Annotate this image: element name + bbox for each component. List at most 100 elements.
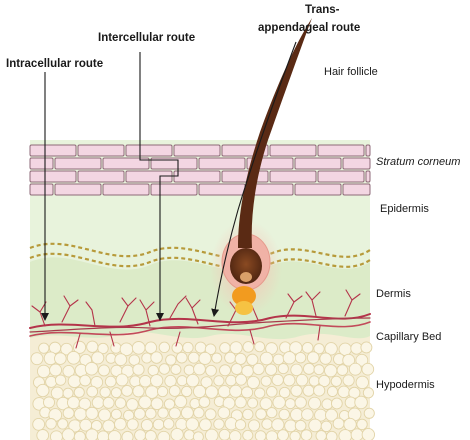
fat-cell (114, 417, 127, 431)
fat-cell (192, 384, 207, 399)
fat-cell (219, 342, 231, 354)
fat-cell (84, 361, 99, 376)
fat-cell (247, 397, 259, 409)
fat-cell (278, 386, 291, 399)
fat-cell (110, 342, 122, 354)
fat-cell (104, 375, 117, 388)
fat-cell (290, 407, 304, 422)
fat-cell (355, 353, 369, 367)
fat-cell (234, 352, 247, 365)
corneocyte (150, 183, 198, 196)
fat-cell (313, 364, 325, 376)
fat-cell (324, 364, 338, 378)
fat-cell (144, 407, 157, 420)
corneocyte (29, 144, 77, 157)
fat-cell (354, 395, 368, 410)
fat-cell (219, 364, 232, 377)
stratum-corneum-label: Stratum corneum (376, 156, 460, 168)
fat-cell (133, 407, 146, 420)
fat-cell (204, 343, 217, 356)
fat-cell (205, 385, 219, 399)
transappendageal-arrow (211, 41, 297, 317)
fat-cell (330, 375, 342, 387)
corneocyte (269, 144, 317, 157)
fat-cell (79, 374, 92, 387)
fat-cell (86, 340, 99, 353)
corneocyte (29, 183, 54, 196)
fat-cell (282, 351, 297, 365)
fat-cell (174, 395, 188, 409)
fat-cell (98, 408, 112, 422)
fat-cell (198, 396, 211, 408)
fat-cell (186, 373, 200, 388)
fat-cell (158, 363, 171, 375)
fat-cell (132, 363, 145, 376)
fat-cell (144, 341, 158, 354)
fat-cell (132, 385, 145, 398)
fat-cell (283, 374, 296, 387)
fat-cell (114, 353, 128, 367)
intercellular-arrow (139, 52, 179, 321)
fat-cell (115, 373, 129, 387)
fat-cell (66, 350, 81, 365)
fat-cell (302, 384, 315, 397)
fat-cell (363, 407, 375, 419)
route-labels: Intracellular route Intercellular route … (6, 4, 360, 70)
fat-cell (313, 384, 326, 397)
fat-cell (313, 343, 325, 355)
fat-cell (85, 428, 99, 440)
fat-cell (170, 363, 182, 375)
fat-cell (139, 374, 152, 388)
fat-cell (43, 396, 55, 409)
fat-cell (32, 417, 46, 431)
fat-cell (228, 430, 242, 440)
fat-cell (192, 431, 204, 440)
fat-cell (91, 351, 105, 365)
fat-cell (141, 352, 153, 364)
fat-cell (62, 387, 74, 399)
fat-cell (224, 351, 237, 364)
corneocyte (102, 183, 150, 196)
fat-cell (301, 408, 314, 421)
fat-cell (183, 364, 195, 376)
fat-cell (301, 341, 314, 354)
fat-cell (36, 383, 50, 398)
fat-cell (67, 374, 82, 389)
fat-cell (138, 395, 152, 409)
fat-cell (49, 430, 63, 440)
fat-cell (325, 408, 338, 422)
fat-cell (73, 386, 85, 398)
transappendageal-route-label-line1: Trans- (305, 4, 340, 16)
fat-cell (246, 353, 259, 366)
corneocyte (221, 170, 269, 183)
corneocyte (269, 170, 317, 183)
fat-cell (264, 363, 278, 376)
fat-cell (259, 397, 273, 411)
fat-cell (355, 375, 370, 390)
fat-cell (38, 342, 50, 354)
fat-cell (176, 375, 188, 387)
corneocyte (317, 170, 365, 183)
fat-cell (54, 352, 67, 365)
corneocyte (29, 170, 77, 183)
fat-cell (213, 418, 225, 430)
corneocyte (125, 144, 173, 157)
fat-cell (321, 398, 333, 410)
fat-cell (235, 373, 247, 386)
sebaceous-gland-lower (235, 301, 253, 315)
fat-cell (140, 418, 154, 432)
fat-cell (134, 429, 147, 440)
fat-cell (211, 352, 223, 364)
fat-cell (230, 363, 243, 375)
fat-cell (217, 385, 231, 399)
fat-cell (225, 374, 237, 387)
corneocyte (342, 183, 371, 196)
fat-cell (157, 407, 169, 419)
fat-cells (30, 340, 376, 440)
fat-cell (162, 418, 175, 430)
fat-cell (96, 430, 110, 440)
fat-cell (185, 417, 200, 431)
fat-cell (102, 396, 115, 409)
fat-cell (121, 384, 133, 397)
